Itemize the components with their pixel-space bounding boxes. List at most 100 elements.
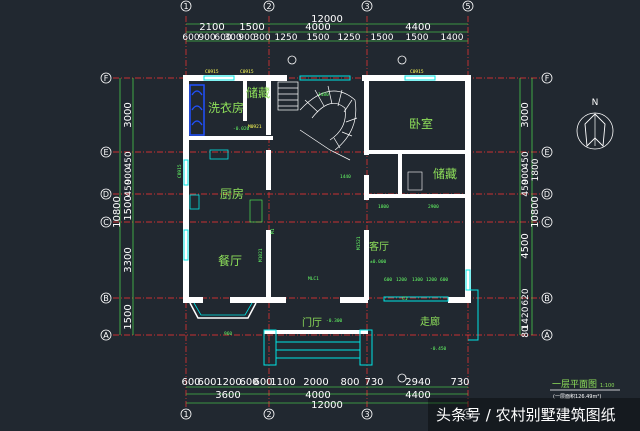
- dim-top-2100: 2100: [199, 22, 224, 33]
- axis-1-top: 1: [183, 2, 188, 11]
- dim-bot-s4: 600: [253, 377, 272, 388]
- dim-top-s8: 1250: [338, 33, 361, 43]
- axis-B-left: B: [103, 294, 109, 303]
- dim-right-620: 620: [521, 288, 531, 305]
- windows: [183, 75, 471, 302]
- dim-top-s6: 1250: [275, 33, 298, 43]
- left-dimensions: 10800 3000 450 900 450 1500 3300 1500: [112, 102, 134, 329]
- dim-bot-3600: 3600: [215, 390, 240, 401]
- axis-E-left: E: [103, 148, 108, 157]
- dim-int-1300: 1300: [412, 277, 423, 283]
- axis-F-right: F: [545, 74, 550, 83]
- axis-5-top: 5: [465, 2, 470, 11]
- dim-left-1500: 1500: [123, 195, 134, 220]
- dim-right-80: 80: [521, 326, 531, 338]
- room-kitchen: 厨房: [220, 186, 244, 201]
- dim-right-900: 900: [521, 167, 531, 184]
- dim-left-450a: 450: [124, 151, 134, 168]
- axis-2-top: 2: [266, 2, 271, 11]
- dim-int-2900: 2900: [428, 204, 439, 210]
- dim-int-600a: 600: [384, 277, 392, 283]
- dim-left-1500b: 1500: [123, 304, 134, 329]
- level-living: ±0.000: [370, 259, 387, 265]
- dim-top-s7: 1500: [307, 33, 330, 43]
- axis-3-bottom: 3: [364, 410, 369, 419]
- dim-top-4000: 4000: [305, 22, 330, 33]
- room-laundry: 洗衣房: [208, 100, 244, 115]
- dim-left-450b: 450: [124, 179, 134, 196]
- room-corridor: 走廊: [420, 315, 440, 328]
- axis-1-bottom: 1: [183, 410, 188, 419]
- drawing-title: 一层平面图: [552, 379, 597, 390]
- room-labels: 储藏 洗衣房 卧室 储藏 厨房 餐厅 客厅 门厅 走廊: [208, 85, 457, 329]
- dim-top-s2: 600: [214, 33, 231, 43]
- dim-bot-s2: 1200: [216, 377, 241, 388]
- dim-top-s4: 900: [238, 33, 255, 43]
- axis-C-right: C: [544, 218, 550, 227]
- axis-E-right: E: [544, 148, 549, 157]
- dim-left-900: 900: [124, 167, 134, 184]
- axis-D-left: D: [103, 190, 109, 199]
- dimension-lines: [119, 23, 533, 404]
- opening-tags: C0915 C0915 C0915 M0921 C1 MLC1 M1021 M1…: [177, 69, 424, 302]
- room-dining: 餐厅: [218, 253, 242, 268]
- room-storage-nw: 储藏: [246, 85, 270, 100]
- interior-dimensions: 1800 2900 1440 600 1200 1300 1200 600 96…: [224, 92, 448, 337]
- dim-top-s1: 900: [198, 33, 215, 43]
- axis-2-bottom: 2: [266, 410, 271, 419]
- dim-right-450a: 450: [521, 151, 531, 168]
- dim-int-960: 960: [224, 331, 232, 337]
- tag-m1021: M1021: [258, 248, 264, 262]
- dim-right-overall: 10800: [530, 196, 541, 228]
- tag-c1: C1: [402, 296, 408, 302]
- dim-top-overall: 12000: [311, 14, 343, 25]
- bay-window: [189, 302, 257, 319]
- level-marks: ±0.000 -0.020 -0.300 -0.450: [233, 126, 447, 352]
- porch: [263, 289, 479, 366]
- room-storage-e: 储藏: [433, 166, 457, 181]
- staircase: [277, 81, 358, 161]
- room-bedroom: 卧室: [409, 116, 433, 131]
- dim-bot-s10: 730: [450, 377, 469, 388]
- tag-m1: M1: [270, 228, 276, 234]
- level-laundry: -0.020: [233, 126, 250, 132]
- dim-right-1420: 1420: [521, 306, 531, 329]
- dim-bot-4000: 4000: [305, 390, 330, 401]
- dim-top-s5: 300: [253, 33, 270, 43]
- dim-bot-s5: 1100: [270, 377, 295, 388]
- drawing-title-block: 一层平面图 1:100 (一层面积126.49m²): [550, 379, 620, 400]
- dim-top-s10: 1500: [406, 33, 429, 43]
- watermark-text: 头条号 / 农村别墅建筑图纸: [436, 406, 616, 424]
- axis-A-left: A: [103, 331, 109, 340]
- dim-bot-s1: 600: [197, 377, 216, 388]
- dim-int-1440: 1440: [340, 174, 351, 180]
- axis-grid: [113, 16, 540, 408]
- axis-C-left: C: [103, 218, 109, 227]
- bottom-dimensions: 600 600 1200 600 600 1100 2000 800 730 2…: [181, 377, 469, 411]
- drawing-area: (一层面积126.49m²): [553, 393, 601, 400]
- north-label: N: [592, 98, 599, 108]
- level-porch: -0.450: [430, 346, 447, 352]
- axis-5-bottom: 5: [465, 410, 470, 419]
- axis-B-right: B: [544, 294, 550, 303]
- dim-bot-s7: 800: [340, 377, 359, 388]
- dim-int-1200b: 1200: [426, 277, 437, 283]
- dim-bot-s3: 600: [239, 377, 258, 388]
- watermark-background: [428, 398, 640, 431]
- north-arrow-icon: N: [576, 98, 614, 150]
- dim-top-s0: 600: [182, 33, 199, 43]
- dim-bot-s6: 2000: [303, 377, 328, 388]
- dim-left-3000: 3000: [123, 102, 134, 127]
- drawing-scale: 1:100: [600, 383, 614, 389]
- room-entry: 门厅: [302, 316, 322, 329]
- axis-D-right: D: [544, 190, 550, 199]
- dim-int-1800: 1800: [378, 204, 389, 210]
- tag-m1521: M1521: [356, 236, 362, 250]
- top-dimensions: 12000 2100 1500 4000 4400 600 900 600 30…: [182, 14, 463, 43]
- dim-right-4500: 4500: [520, 233, 531, 258]
- dim-right-1800: 1800: [531, 158, 541, 181]
- tag-c0915-b: C0915: [240, 69, 254, 75]
- tag-m0921: M0921: [248, 124, 262, 130]
